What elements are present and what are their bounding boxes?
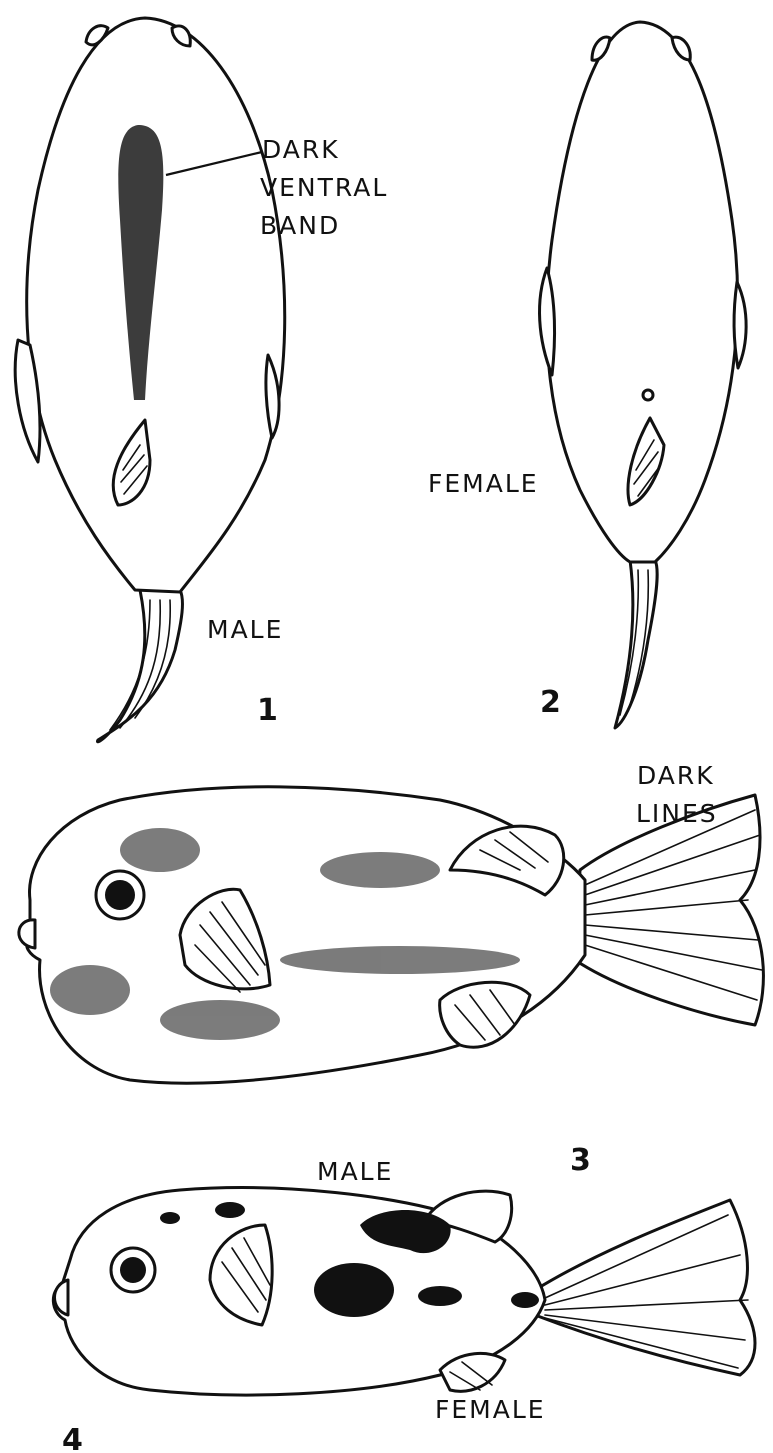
label-male: MALE <box>207 615 283 644</box>
callout-dark: DARK <box>262 135 340 164</box>
figure-number-4: 4 <box>62 1423 83 1453</box>
figure-3-male-lateral: DARK LINES MALE 3 <box>19 761 764 1186</box>
pupil <box>120 1257 146 1283</box>
figure-number-1: 1 <box>257 693 278 728</box>
label-female: FEMALE <box>428 469 539 498</box>
body-outline <box>27 18 285 592</box>
tail-fin <box>615 560 657 728</box>
mouth <box>19 920 35 948</box>
label-male: MALE <box>317 1157 393 1186</box>
callout-band: BAND <box>260 211 340 240</box>
right-pectoral-fin <box>734 282 746 368</box>
figure-4-female-lateral: FEMALE 4 <box>53 1188 755 1453</box>
tail-fin <box>575 795 763 1025</box>
figure-1-male-ventral: DARK VENTRAL BAND MALE 1 <box>15 18 388 742</box>
vent-circle <box>643 390 653 400</box>
callout-ventral: VENTRAL <box>260 173 388 202</box>
figure-number-3: 3 <box>570 1143 591 1178</box>
figure-2-female-ventral: FEMALE 2 <box>428 22 746 728</box>
callout-dark: DARK <box>637 761 715 790</box>
label-female: FEMALE <box>435 1395 546 1424</box>
figure-number-2: 2 <box>540 685 561 720</box>
pupil <box>105 880 135 910</box>
callout-lines: LINES <box>636 799 718 828</box>
